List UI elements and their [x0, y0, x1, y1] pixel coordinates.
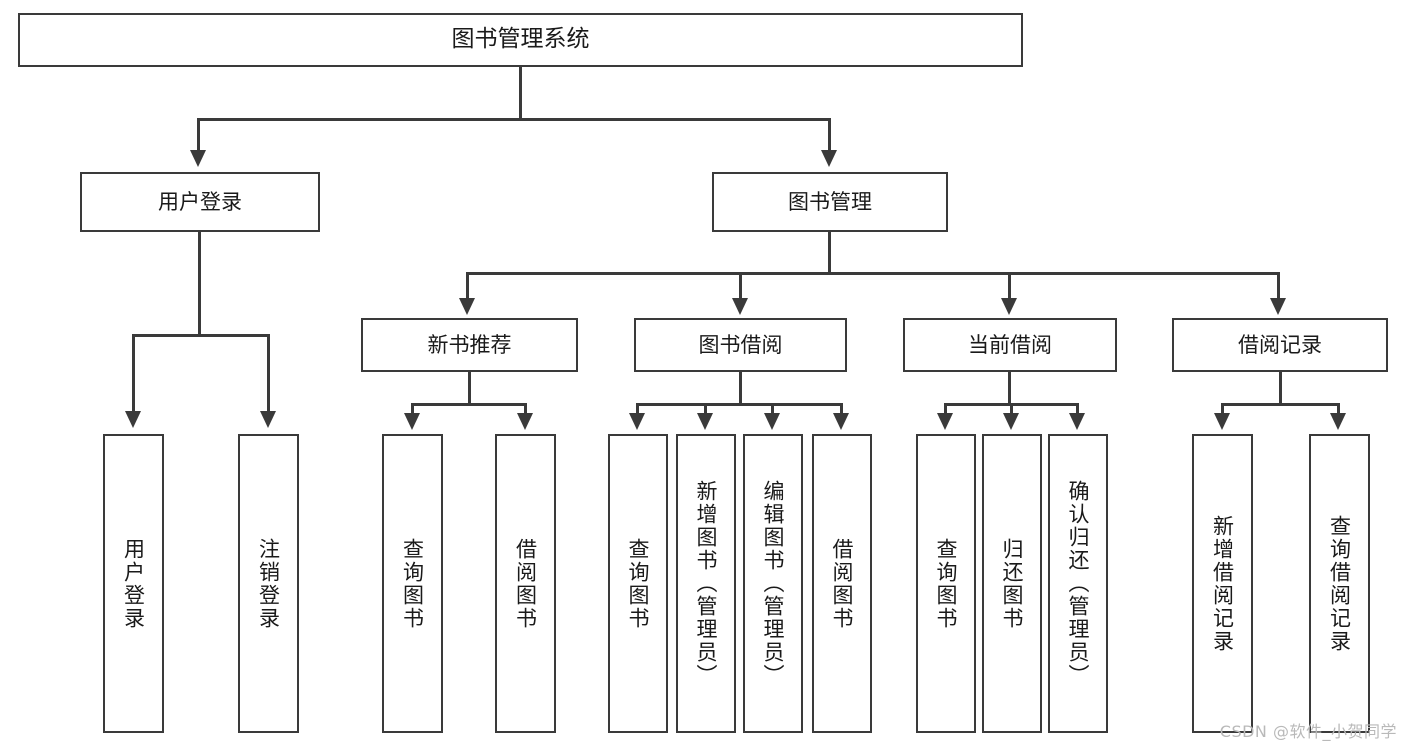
node-root-system-label: 图书管理系统: [451, 26, 590, 53]
node-user-login-label: 用户登录: [158, 189, 242, 214]
edge-nbr-drop-1: [524, 403, 527, 417]
edge-cb-drop-2: [1076, 403, 1079, 417]
edge-book-borrow-bus: [636, 403, 843, 406]
edge-root-stem: [519, 67, 522, 120]
node-leaf-query-book-bb[interactable]: 查询图书: [608, 434, 668, 733]
edge-root-bus: [197, 118, 831, 121]
edge-book-manage-drop-2: [1008, 272, 1011, 302]
edge-user-login-drop-0: [132, 334, 135, 416]
edge-bb-drop-2: [771, 403, 774, 417]
node-leaf-user-logout[interactable]: 注销登录: [238, 434, 299, 733]
node-leaf-return-book-label: 归还图书: [1000, 537, 1025, 630]
node-new-book-recommend[interactable]: 新书推荐: [361, 318, 578, 372]
node-leaf-add-book[interactable]: 新增图书（管理员）: [676, 434, 736, 733]
arrow-book-manage-to-new-book-recommend: [459, 298, 475, 315]
arrow-user-login-leaf-1: [260, 411, 276, 428]
node-leaf-query-book-cb-label: 查询图书: [934, 537, 959, 630]
node-leaf-borrow-book-nb-label: 借阅图书: [513, 537, 538, 630]
arrow-br-leaf-1: [1330, 413, 1346, 430]
node-leaf-user-logout-label: 注销登录: [256, 537, 281, 630]
arrow-cb-leaf-0: [937, 413, 953, 430]
node-leaf-query-book-cb[interactable]: 查询图书: [916, 434, 976, 733]
arrow-cb-leaf-2: [1069, 413, 1085, 430]
node-leaf-query-record-label: 查询借阅记录: [1327, 514, 1352, 653]
edge-root-to-book-manage: [828, 118, 831, 155]
node-book-borrow-label: 图书借阅: [698, 332, 783, 357]
node-book-manage[interactable]: 图书管理: [712, 172, 948, 232]
node-leaf-return-book[interactable]: 归还图书: [982, 434, 1042, 733]
edge-br-drop-1: [1337, 403, 1340, 417]
node-leaf-add-record-label: 新增借阅记录: [1210, 514, 1235, 653]
arrow-book-manage-to-current-borrow: [1001, 298, 1017, 315]
arrow-user-login-leaf-0: [125, 411, 141, 428]
edge-book-manage-drop-1: [739, 272, 742, 302]
edge-book-borrow-stem: [739, 372, 742, 406]
edge-book-manage-drop-3: [1277, 272, 1280, 302]
node-borrow-record[interactable]: 借阅记录: [1172, 318, 1388, 372]
edge-borrow-record-stem: [1279, 372, 1282, 406]
node-leaf-add-record[interactable]: 新增借阅记录: [1192, 434, 1253, 733]
edge-book-manage-bus: [466, 272, 1280, 275]
node-new-book-recommend-label: 新书推荐: [427, 332, 512, 357]
node-leaf-borrow-book-bb[interactable]: 借阅图书: [812, 434, 872, 733]
node-leaf-add-book-label: 新增图书（管理员）: [694, 480, 719, 687]
node-leaf-query-book-nb-label: 查询图书: [400, 537, 425, 630]
node-leaf-edit-book[interactable]: 编辑图书（管理员）: [743, 434, 803, 733]
arrow-root-to-user-login: [190, 150, 206, 167]
edge-cb-drop-1: [1010, 403, 1013, 417]
edge-borrow-record-bus: [1221, 403, 1340, 406]
arrow-nbr-leaf-0: [404, 413, 420, 430]
edge-user-login-drop-1: [267, 334, 270, 416]
node-current-borrow[interactable]: 当前借阅: [903, 318, 1117, 372]
edge-nbr-drop-0: [411, 403, 414, 417]
node-user-login[interactable]: 用户登录: [80, 172, 320, 232]
node-leaf-user-login[interactable]: 用户登录: [103, 434, 164, 733]
edge-bb-drop-0: [636, 403, 639, 417]
edge-root-to-user-login: [197, 118, 200, 155]
node-leaf-query-record[interactable]: 查询借阅记录: [1309, 434, 1370, 733]
node-leaf-query-book-nb[interactable]: 查询图书: [382, 434, 443, 733]
edge-book-manage-stem: [828, 232, 831, 274]
node-leaf-confirm-return-label: 确认归还（管理员）: [1066, 480, 1091, 687]
edge-user-login-stem: [198, 232, 201, 336]
edge-cb-drop-0: [944, 403, 947, 417]
node-leaf-user-login-label: 用户登录: [121, 537, 146, 630]
node-book-manage-label: 图书管理: [788, 189, 872, 214]
node-leaf-borrow-book-bb-label: 借阅图书: [830, 537, 855, 630]
arrow-bb-leaf-2: [764, 413, 780, 430]
node-root-system[interactable]: 图书管理系统: [18, 13, 1023, 67]
arrow-book-manage-to-book-borrow: [732, 298, 748, 315]
node-leaf-query-book-bb-label: 查询图书: [626, 537, 651, 630]
node-current-borrow-label: 当前借阅: [968, 332, 1052, 357]
edge-current-borrow-stem: [1008, 372, 1011, 406]
arrow-br-leaf-0: [1214, 413, 1230, 430]
node-leaf-confirm-return[interactable]: 确认归还（管理员）: [1048, 434, 1108, 733]
edge-new-book-recommend-stem: [468, 372, 471, 406]
edge-br-drop-0: [1221, 403, 1224, 417]
arrow-book-manage-to-borrow-record: [1270, 298, 1286, 315]
edge-book-manage-drop-0: [466, 272, 469, 302]
arrow-bb-leaf-1: [697, 413, 713, 430]
arrow-cb-leaf-1: [1003, 413, 1019, 430]
node-book-borrow[interactable]: 图书借阅: [634, 318, 847, 372]
arrow-root-to-book-manage: [821, 150, 837, 167]
edge-user-login-bus: [132, 334, 270, 337]
node-leaf-edit-book-label: 编辑图书（管理员）: [761, 480, 786, 687]
node-borrow-record-label: 借阅记录: [1238, 332, 1322, 357]
edge-new-book-recommend-bus: [411, 403, 527, 406]
edge-bb-drop-3: [840, 403, 843, 417]
edge-bb-drop-1: [704, 403, 707, 417]
arrow-nbr-leaf-1: [517, 413, 533, 430]
arrow-bb-leaf-3: [833, 413, 849, 430]
node-leaf-borrow-book-nb[interactable]: 借阅图书: [495, 434, 556, 733]
arrow-bb-leaf-0: [629, 413, 645, 430]
